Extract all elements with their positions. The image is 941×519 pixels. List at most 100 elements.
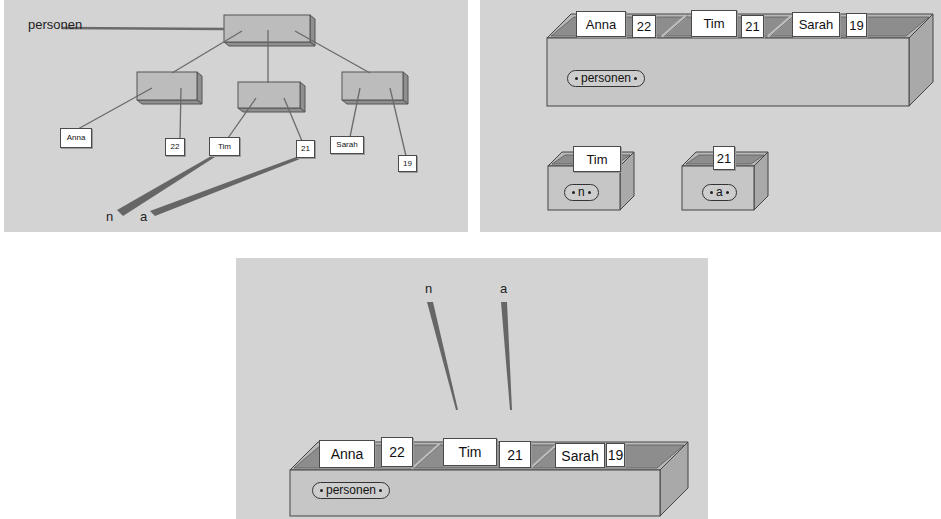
box-side [342, 100, 408, 104]
name-plate: n [564, 184, 599, 201]
value-card: Anna [576, 11, 626, 37]
tray-box: a 21 [680, 146, 770, 212]
name-plate: a [702, 184, 737, 201]
panel-background [480, 0, 941, 232]
variable-label: a [140, 210, 147, 223]
value-card: 22 [632, 15, 656, 38]
tray-top [682, 152, 768, 166]
tray-divider-edge [770, 16, 794, 37]
plate-dot [710, 191, 713, 194]
tray-top [548, 152, 634, 166]
plate-dot [572, 191, 575, 194]
value-card: Anna [319, 440, 375, 468]
box-face [238, 82, 300, 108]
value-card: 21 [741, 15, 764, 38]
tree-line [267, 30, 268, 83]
value-card: Tim [573, 146, 621, 172]
card-text: 22 [637, 20, 651, 33]
tree-box [137, 72, 202, 104]
card-text: Tim [459, 445, 482, 459]
card-text: Tim [586, 153, 607, 166]
panel-background [4, 0, 468, 232]
plate-dot [320, 489, 323, 492]
variable-name: personen [581, 72, 631, 85]
box-face [137, 72, 197, 100]
tray-front [290, 470, 660, 516]
card-text: 21 [745, 20, 759, 33]
tray-divider-edge [414, 444, 442, 469]
panel-background [236, 258, 708, 519]
card-text: Anna [586, 18, 616, 31]
tree-box [224, 15, 315, 46]
card-text: Sarah [799, 18, 834, 31]
reference-pointer [427, 302, 458, 410]
tray-front [548, 166, 620, 210]
tray-side [754, 152, 768, 210]
tray-divider-edge [664, 16, 688, 37]
tree-line [350, 88, 360, 137]
tray-front [547, 38, 909, 106]
box-side [403, 72, 408, 104]
card-text: 19 [403, 160, 412, 168]
tree-line [228, 98, 256, 138]
value-card: 21 [499, 441, 531, 468]
tree-box [238, 82, 305, 112]
box-side [137, 100, 202, 104]
plate-dot [726, 191, 729, 194]
tree-line [78, 88, 152, 129]
tray-box: n Tim [546, 146, 636, 212]
card-text: 21 [717, 152, 731, 165]
variable-name: a [716, 186, 723, 199]
value-card: 22 [381, 437, 413, 467]
card-text: 19 [608, 448, 624, 462]
variable-label: n [106, 210, 113, 223]
tree-line [284, 98, 302, 141]
tree-line [180, 88, 181, 139]
card-text: Anna [331, 447, 364, 461]
tree-line [390, 88, 406, 156]
tray-divider [768, 16, 792, 37]
plate-dot [379, 489, 382, 492]
variable-label: n [425, 282, 432, 295]
card-text: 21 [301, 145, 310, 153]
tray-side [620, 152, 634, 210]
variable-label: personen [28, 18, 82, 31]
tray-side [660, 442, 688, 516]
card-text: 21 [507, 448, 523, 462]
box-side [300, 82, 305, 112]
name-plate: personen [312, 482, 390, 499]
tree-line [295, 31, 370, 73]
value-card: 19 [846, 13, 867, 37]
reference-pointer [501, 302, 512, 410]
tray-side [909, 14, 933, 106]
tray-divider [412, 444, 440, 469]
value-card: 22 [165, 138, 185, 156]
variable-name: n [578, 186, 585, 199]
value-card: Tim [443, 438, 497, 466]
plate-dot [588, 191, 591, 194]
reference-pointer [150, 156, 300, 216]
card-text: Anna [67, 134, 86, 142]
plate-dot [634, 77, 637, 80]
box-face [224, 15, 310, 42]
tray-divider [530, 444, 558, 469]
value-card: Sarah [330, 136, 364, 154]
card-text: 19 [849, 19, 863, 32]
name-plate: personen [567, 70, 645, 87]
plate-dot [575, 77, 578, 80]
value-card: 19 [398, 155, 417, 172]
tray-box: personenAnna22Tim21Sarah19 [545, 8, 935, 108]
tray-divider [662, 16, 686, 37]
box-side [197, 72, 202, 104]
value-card: Tim [209, 137, 240, 156]
value-card: 19 [606, 443, 625, 467]
box-face [342, 72, 403, 100]
card-text: Sarah [336, 141, 357, 149]
value-card: 21 [713, 146, 735, 170]
variable-label: a [500, 282, 507, 295]
tree-box [342, 72, 408, 104]
leader-line [62, 28, 224, 29]
tray-front [682, 166, 754, 210]
tree-line [172, 31, 242, 73]
